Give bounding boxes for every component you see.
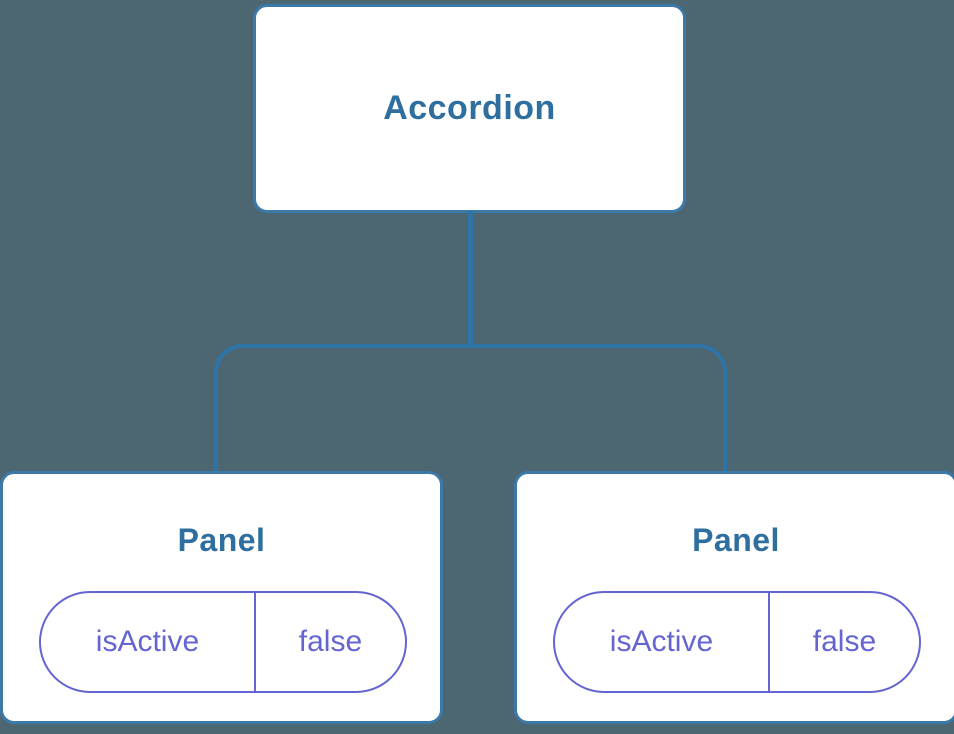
tree-connector-stem — [468, 211, 473, 345]
state-value: false — [298, 625, 363, 658]
state-value: false — [812, 625, 877, 658]
panel-node-left: Panel isActive false — [0, 471, 443, 724]
panel-node-right: Panel isActive false — [514, 471, 954, 724]
state-key: isActive — [41, 593, 256, 691]
tree-connector-bracket — [214, 344, 727, 472]
state-pill: isActive false — [553, 591, 921, 693]
accordion-node: Accordion — [253, 4, 686, 213]
state-pill: isActive false — [39, 591, 407, 693]
state-key: isActive — [555, 593, 770, 691]
panel-node-label: Panel — [177, 522, 266, 558]
panel-node-label: Panel — [692, 522, 780, 558]
accordion-node-label: Accordion — [383, 89, 556, 127]
